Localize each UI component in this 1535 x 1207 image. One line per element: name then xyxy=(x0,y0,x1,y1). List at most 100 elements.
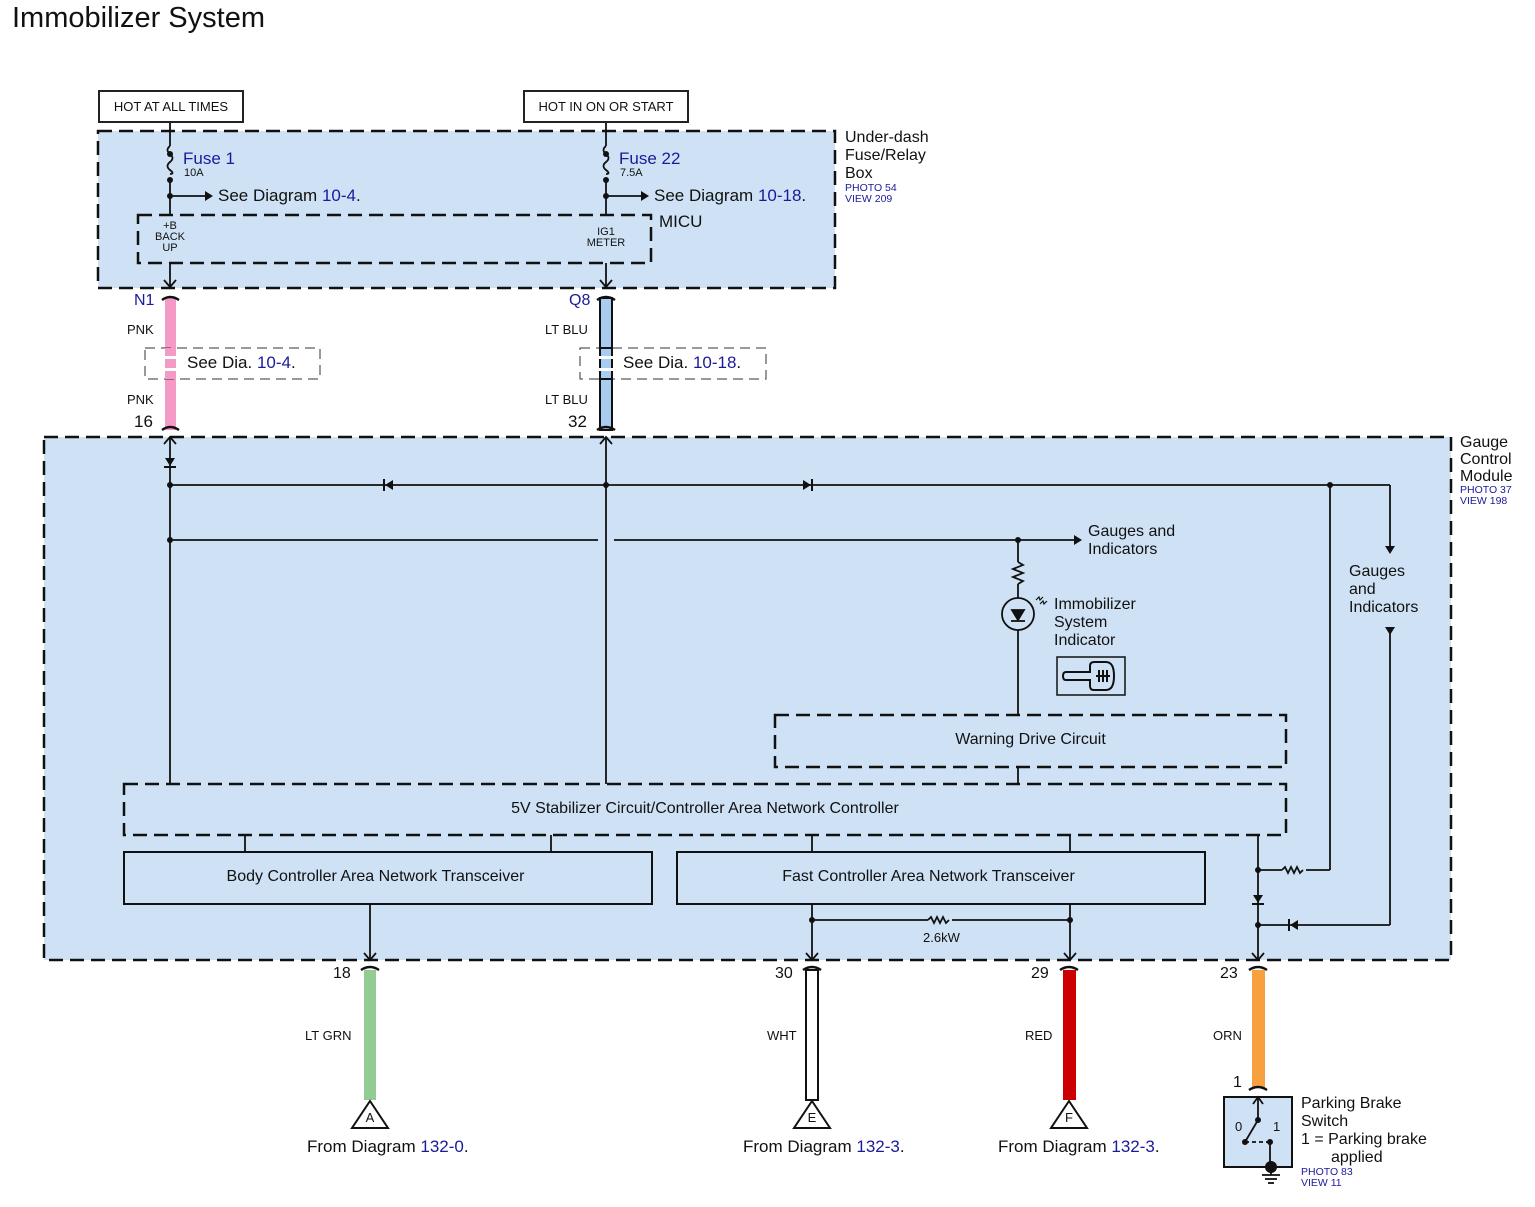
pin-number: 1 xyxy=(1233,1074,1242,1091)
fast-can-label: Fast Controller Area Network Transceiver xyxy=(782,868,1075,885)
see-dia-n1[interactable]: See Dia. 10-4. xyxy=(187,353,296,373)
connector-cap-icon xyxy=(596,425,616,432)
diode-icon xyxy=(1253,895,1263,903)
gauge-control-module-box xyxy=(42,435,1453,962)
wire-color-label: RED xyxy=(1025,1028,1053,1043)
key-icon xyxy=(1056,656,1126,696)
fuse-1-see-diagram[interactable]: See Diagram 10-4. xyxy=(218,186,361,206)
terminal-line: IG1 xyxy=(597,226,615,238)
view-ref[interactable]: VIEW 209 xyxy=(845,193,893,205)
see-dia-q8[interactable]: See Dia. 10-18. xyxy=(623,353,741,373)
see-diagram-text: See Diagram xyxy=(218,186,322,205)
resistor-icon xyxy=(1010,561,1026,585)
punct: . xyxy=(899,1137,905,1156)
fuse-1-rating: 10A xyxy=(184,167,204,179)
fuse-22-rating: 7.5A xyxy=(620,167,643,179)
diode-icon xyxy=(385,480,393,490)
immobilizer-indicator-label: Immobilizer System Indicator xyxy=(1054,596,1136,650)
diagram-link[interactable]: 132-0 xyxy=(420,1137,464,1156)
from-text: From Diagram xyxy=(743,1137,857,1156)
diode-icon xyxy=(165,458,175,466)
note-line: 1 = Parking brake xyxy=(1301,1131,1427,1148)
connector-a-icon xyxy=(350,1099,390,1129)
micu-label: MICU xyxy=(659,212,703,231)
label-line: Indicators xyxy=(1088,541,1158,558)
see-dia-text: See Dia. xyxy=(623,353,693,372)
pin-number: 30 xyxy=(775,965,793,982)
from-diagram-e[interactable]: From Diagram 132-3. xyxy=(743,1137,905,1157)
pin-number: 16 xyxy=(134,412,153,431)
see-diagram-text: See Diagram xyxy=(654,186,758,205)
diagram-link[interactable]: 10-18 xyxy=(692,353,737,372)
resistor-value: 2.6kW xyxy=(923,930,960,945)
diagram-link[interactable]: 132-3 xyxy=(1111,1137,1155,1156)
view-ref[interactable]: VIEW 198 xyxy=(1460,495,1508,507)
photo-ref[interactable]: PHOTO 83 xyxy=(1301,1166,1353,1178)
wire-color-label: PNK xyxy=(127,322,154,337)
hot-in-on-or-start-label: HOT IN ON OR START xyxy=(523,90,689,123)
punct: . xyxy=(290,353,296,372)
terminal-line: METER xyxy=(586,237,626,249)
connector-cap-icon xyxy=(802,965,822,972)
punct: . xyxy=(801,186,807,205)
diagram-link[interactable]: 10-4 xyxy=(256,353,291,372)
punct: . xyxy=(463,1137,469,1156)
wire-color-label: ORN xyxy=(1213,1028,1242,1043)
punct: . xyxy=(1154,1137,1160,1156)
view-ref[interactable]: VIEW 11 xyxy=(1301,1177,1342,1189)
pin-number: 18 xyxy=(333,965,351,982)
diagram-link[interactable]: 10-4 xyxy=(321,186,356,205)
fuse-22-name: Fuse 22 xyxy=(619,149,681,168)
name-line: Fuse/Relay xyxy=(845,147,926,164)
connector-cap-icon xyxy=(161,425,180,432)
label-line: System xyxy=(1054,614,1108,631)
warning-drive-circuit-box xyxy=(773,713,1288,769)
label-line: Immobilizer xyxy=(1054,596,1136,613)
switch-pos-1: 1 xyxy=(1273,1119,1281,1134)
connector-letter: E xyxy=(807,1110,817,1125)
diode-icon xyxy=(1290,920,1298,930)
body-can-label: Body Controller Area Network Transceiver xyxy=(226,868,525,885)
switch-pos-0: 0 xyxy=(1235,1119,1243,1134)
note-line: applied xyxy=(1331,1149,1383,1166)
punct: . xyxy=(736,353,742,372)
from-diagram-f[interactable]: From Diagram 132-3. xyxy=(998,1137,1160,1157)
connector-cap-icon xyxy=(1248,965,1268,972)
photo-ref[interactable]: PHOTO 37 xyxy=(1460,484,1512,496)
label-line: Parking Brake xyxy=(1301,1095,1402,1112)
indicator-led-icon xyxy=(1001,595,1048,631)
fuse-box-name: Under-dash Fuse/Relay Box PHOTO 54 VIEW … xyxy=(845,129,929,205)
connector-cap-icon xyxy=(1059,965,1079,972)
name-line: Control xyxy=(1460,451,1512,468)
gauges-indicators-right-label: Gauges and Indicators xyxy=(1349,563,1418,617)
terminal-line: BACK xyxy=(155,231,185,243)
name-line: Box xyxy=(845,165,873,182)
fuse-22-see-diagram[interactable]: See Diagram 10-18. xyxy=(654,186,806,206)
name-line: Module xyxy=(1460,468,1513,485)
from-text: From Diagram xyxy=(998,1137,1112,1156)
arrow-icon xyxy=(1385,627,1395,635)
diagram-link[interactable]: 132-3 xyxy=(856,1137,900,1156)
arrow-icon xyxy=(205,191,213,201)
wire-lt-grn xyxy=(364,970,376,1100)
pin-number: 32 xyxy=(568,412,587,431)
wire-color-label: LT BLU xyxy=(545,322,588,337)
wire-color-label: LT BLU xyxy=(545,392,588,407)
stabilizer-box xyxy=(122,782,1288,837)
from-diagram-a[interactable]: From Diagram 132-0. xyxy=(307,1137,469,1157)
wire-orn xyxy=(1252,970,1265,1088)
from-text: From Diagram xyxy=(307,1137,421,1156)
micu-box xyxy=(136,213,653,265)
wire-wht xyxy=(805,969,819,1101)
arrow-icon xyxy=(641,191,649,201)
fuse-1-icon xyxy=(166,145,174,175)
gauge-module-name: Gauge Control Module PHOTO 37 VIEW 198 xyxy=(1460,434,1512,507)
photo-ref[interactable]: PHOTO 54 xyxy=(845,182,897,194)
terminal-line: UP xyxy=(162,242,178,254)
see-dia-text: See Dia. xyxy=(187,353,257,372)
connector-cap-icon xyxy=(360,965,380,972)
diagram-title: Immobilizer System xyxy=(12,2,265,34)
connector-q8-label: Q8 xyxy=(569,292,591,309)
diagram-link[interactable]: 10-18 xyxy=(757,186,802,205)
label-line: Gauges and xyxy=(1088,523,1176,540)
